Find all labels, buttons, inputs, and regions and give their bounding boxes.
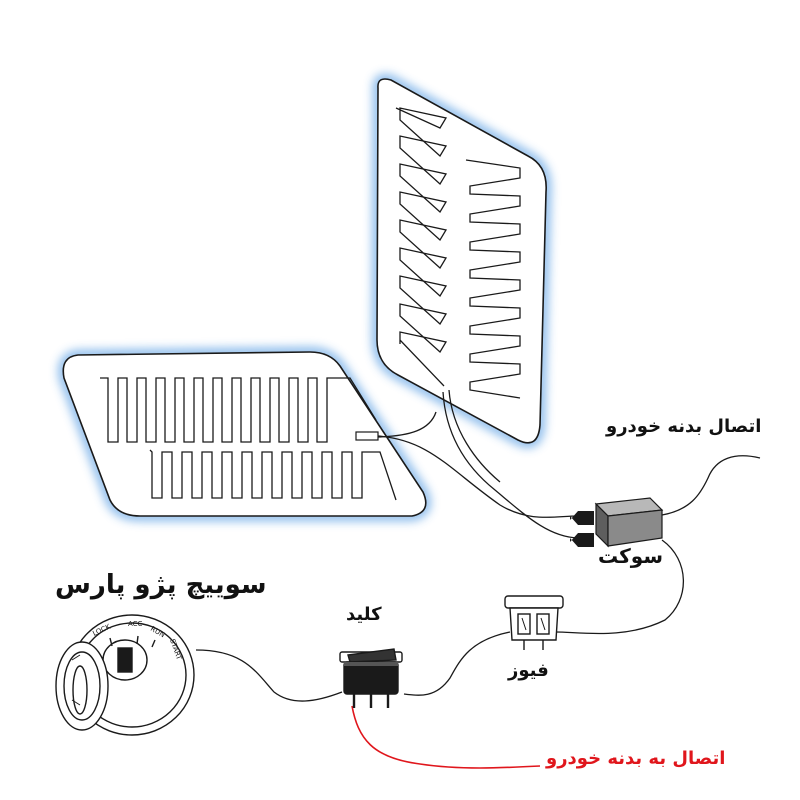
fuse-icon bbox=[504, 595, 564, 650]
ignition-switch-title: سوییچ پژو پارس bbox=[55, 570, 267, 600]
ignition-acc-mark: ACC bbox=[128, 620, 143, 628]
ground-connection-label: اتصال به بدنه خودرو bbox=[546, 748, 726, 769]
backrest-heater-pad bbox=[372, 74, 551, 448]
seat-heater-pad bbox=[58, 347, 431, 521]
ground-wire bbox=[351, 705, 541, 769]
wires bbox=[195, 389, 761, 702]
ignition-switch-icon: LOCK ACC RUN START bbox=[55, 614, 195, 736]
seat-connector-tab bbox=[355, 431, 379, 441]
rocker-switch-icon bbox=[339, 648, 403, 708]
socket-connector bbox=[570, 497, 664, 548]
socket-label: سوکت bbox=[598, 544, 664, 568]
fuse-label: فیوز bbox=[508, 660, 549, 681]
key-switch-label: کلید bbox=[346, 604, 382, 625]
body-connection-label: اتصال بدنه خودرو bbox=[606, 416, 762, 437]
